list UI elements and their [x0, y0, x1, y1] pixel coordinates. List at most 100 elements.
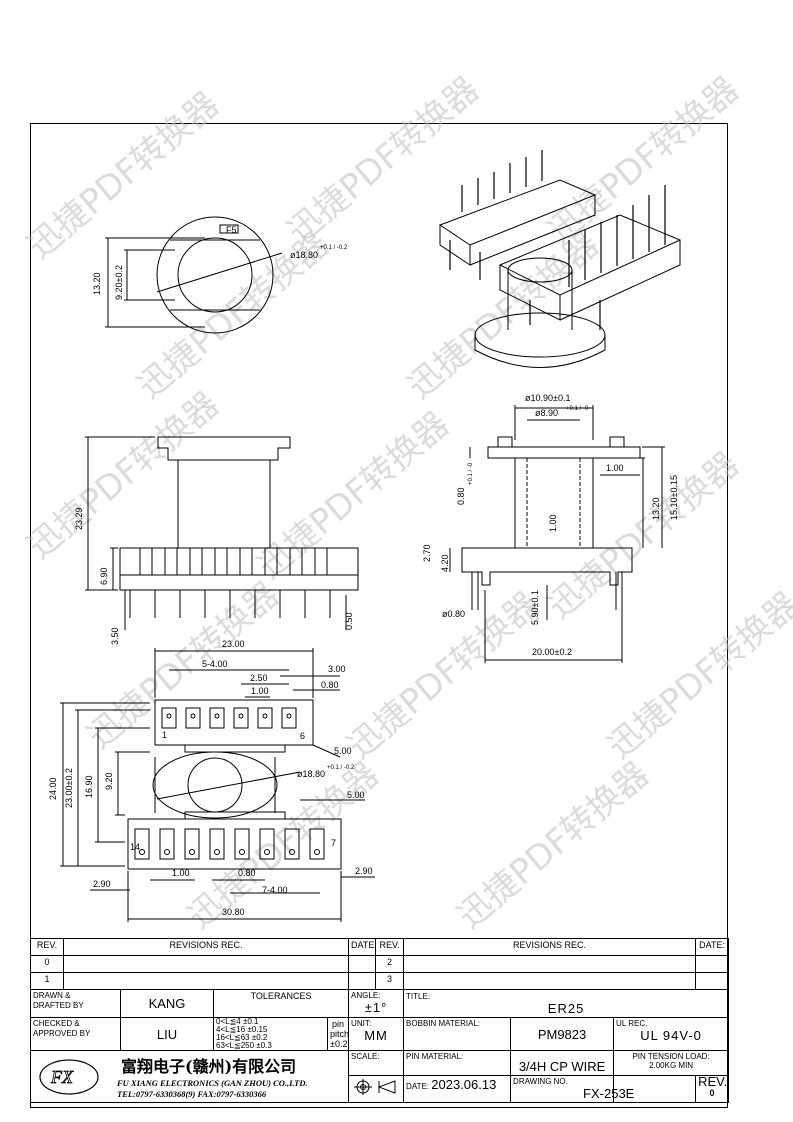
drawn-by: KANG [120, 989, 214, 1018]
watermark-6: 迅捷PDF转换器 [20, 384, 227, 567]
dim-23-00-h: 23.00±0.2 [64, 768, 74, 808]
date-header-right: DATE: [695, 938, 730, 956]
title-value: ER25 [547, 1001, 585, 1016]
date-header-left: DATE: [348, 938, 377, 956]
rev-row-2: 2 [375, 955, 405, 973]
drawing-no-cell: DRAWING NO. FX-253E [510, 1075, 634, 1103]
tension-label: PIN TENSION LOAD: [632, 1052, 710, 1061]
ul-cell: UL REC.UL 94V-0 [613, 1017, 730, 1051]
mark-f5: F5 [226, 225, 237, 235]
dim-dia-18-80-front: ø18.80 [297, 769, 325, 779]
dim-15-10: 15.10±0.15 [669, 475, 679, 520]
dim-2-90-right: 2.90 [355, 866, 373, 876]
dim-23-00: 23.00 [222, 639, 245, 649]
scale-label: SCALE: [348, 1050, 405, 1076]
unit-cell: UNIT:MM [348, 1017, 405, 1051]
drawing-no-value: FX-253E [583, 1086, 635, 1101]
date-value: 2023.06.13 [431, 1077, 497, 1092]
title-block: REV. REVISIONS REC. DATE: REV. REVISIONS… [29, 938, 730, 1103]
dim-0-80-tol: +0.1 / -0 [468, 462, 474, 485]
rev-cell: REV.0 [695, 1074, 730, 1103]
pin-1-label: 1 [162, 730, 167, 740]
rev-header: REV. [30, 938, 64, 956]
company-name-cn: 富翔电子(赣州)有限公司 [121, 1057, 297, 1076]
unit-label: UNIT: [351, 1019, 372, 1028]
pin-7-label: 7 [331, 838, 336, 848]
tension-cell: PIN TENSION LOAD:2.00KG MIN [613, 1050, 730, 1076]
tolerances-header: TOLERANCES [212, 989, 350, 1018]
dim-pin-dia-0-80: ø0.80 [442, 609, 465, 619]
dim-2-70: 2.70 [422, 544, 432, 562]
ul-label: UL REC. [616, 1019, 648, 1028]
front-view: 23.00 5-4.00 2.50 1.00 3.00 0.80 5.00 5.… [48, 639, 375, 922]
dim-flange-1-00: 1.00 [606, 463, 624, 473]
title-label: TITLE: [406, 992, 431, 1001]
projection-symbol-cell [348, 1075, 405, 1103]
dim-13-20: 13.20 [92, 272, 102, 295]
angle-label: ANGLE: [351, 991, 381, 1000]
rev-row-0: 0 [30, 955, 64, 973]
dim-6-90: 6.90 [99, 567, 109, 585]
ul-value: UL 94V-0 [640, 1028, 702, 1043]
dim-16-90: 16.90 [84, 775, 94, 798]
revisions-header-right: REVISIONS REC. [403, 938, 697, 956]
date-label: DATE: [406, 1082, 430, 1091]
dim-23-29: 23.29 [74, 507, 84, 530]
company-name-en: FU XIANG ELECTRONICS (GAN ZHOU) CO.,LTD. [117, 1078, 308, 1088]
company-tel: TEL:0797-6330368(9) FAX:0797-6330366 [117, 1089, 267, 1099]
revisions-header-left: REVISIONS REC. [62, 938, 350, 956]
rev-header-right: REV. [375, 938, 405, 956]
dim-5-00-b: 5.00 [347, 790, 365, 800]
angle-cell: ANGLE:±1° [348, 989, 405, 1018]
dim-2-90-left: 2.90 [93, 879, 111, 889]
drawing-no-label: DRAWING NO. [513, 1077, 568, 1086]
dim-9-20-front: 9.20 [104, 772, 114, 790]
pin-pitch-label: pin pitch [330, 1019, 350, 1039]
dim-0-80-bot: 0.80 [238, 868, 256, 878]
dim-3-00: 3.00 [328, 664, 346, 674]
dim-3-50: 3.50 [110, 627, 120, 645]
unit-value: MM [364, 1028, 388, 1043]
drawing-frame [30, 123, 728, 1108]
pin-14-label: 14 [130, 842, 140, 852]
rev-label: REV. [698, 1074, 728, 1089]
dim-dia-front-tol: +0.1 / -0.2 [327, 765, 355, 771]
top-view: F5 13.20 9.20±0.2 ø18.80 +0.1 / -0.2 [92, 216, 348, 334]
bobbin-value: PM9823 [510, 1017, 615, 1051]
svg-text:FX: FX [50, 1067, 74, 1087]
pin-6-label: 6 [300, 731, 305, 741]
isometric-view [438, 150, 682, 368]
checked-by: LIU [120, 1017, 214, 1051]
dim-13-20-r: 13.20 [651, 497, 661, 520]
pin-pitch-tol: ±0.2 [330, 1039, 348, 1049]
dim-0-80: 0.80 [456, 487, 466, 505]
dim-dia-10-90: ø10.90±0.1 [525, 393, 570, 403]
angle-value: ±1° [364, 1000, 388, 1015]
dim-dia-8-90-tol: +0.1 / -0 [566, 406, 589, 412]
dim-24-00: 24.00 [48, 777, 58, 800]
dim-dia-18-80: ø18.80 [290, 250, 318, 260]
bobbin-label: BOBBIN MATERIAL: [403, 1017, 512, 1051]
dim-0-50: 0.50 [344, 612, 354, 630]
drawn-label: DRAWN & DRAFTED BY [30, 989, 121, 1018]
watermark-9: 迅捷PDF转换器 [80, 574, 287, 757]
watermark-11: 迅捷PDF转换器 [600, 584, 793, 767]
tension-value: 2.00KG MIN [649, 1061, 694, 1070]
date-cell: DATE: 2023.06.13 [403, 1075, 512, 1103]
dim-1-00: 1.00 [251, 686, 269, 696]
side-view-right: ø10.90±0.1 ø8.90 +0.1 / -0 1.00 13.20 15… [422, 393, 679, 663]
company-cell: FX 富翔电子(赣州)有限公司 FU XIANG ELECTRONICS (GA… [29, 1050, 350, 1103]
dim-30-80: 30.80 [222, 907, 245, 917]
tolerance-rows: 0<L≦4 ±0.1 4<L≦16 ±0.15 16<L≦63 ±0.2 63<… [213, 1017, 328, 1051]
watermark-13: 迅捷PDF转换器 [450, 754, 657, 937]
rev-value: 0 [709, 1088, 715, 1098]
dim-9-20: 9.20±0.2 [114, 265, 124, 300]
rev-row-3: 3 [375, 972, 405, 990]
dim-20-00: 20.00±0.2 [532, 647, 572, 657]
projection-symbol-icon [354, 1079, 396, 1095]
dim-2-50: 2.50 [250, 673, 268, 683]
side-view-left: 23.29 6.90 3.50 0.50 [74, 436, 359, 645]
rev-row-1: 1 [30, 972, 64, 990]
title-cell: TITLE: ER25 [403, 989, 730, 1018]
checked-label: CHECKED & APPROVED BY [30, 1017, 121, 1051]
